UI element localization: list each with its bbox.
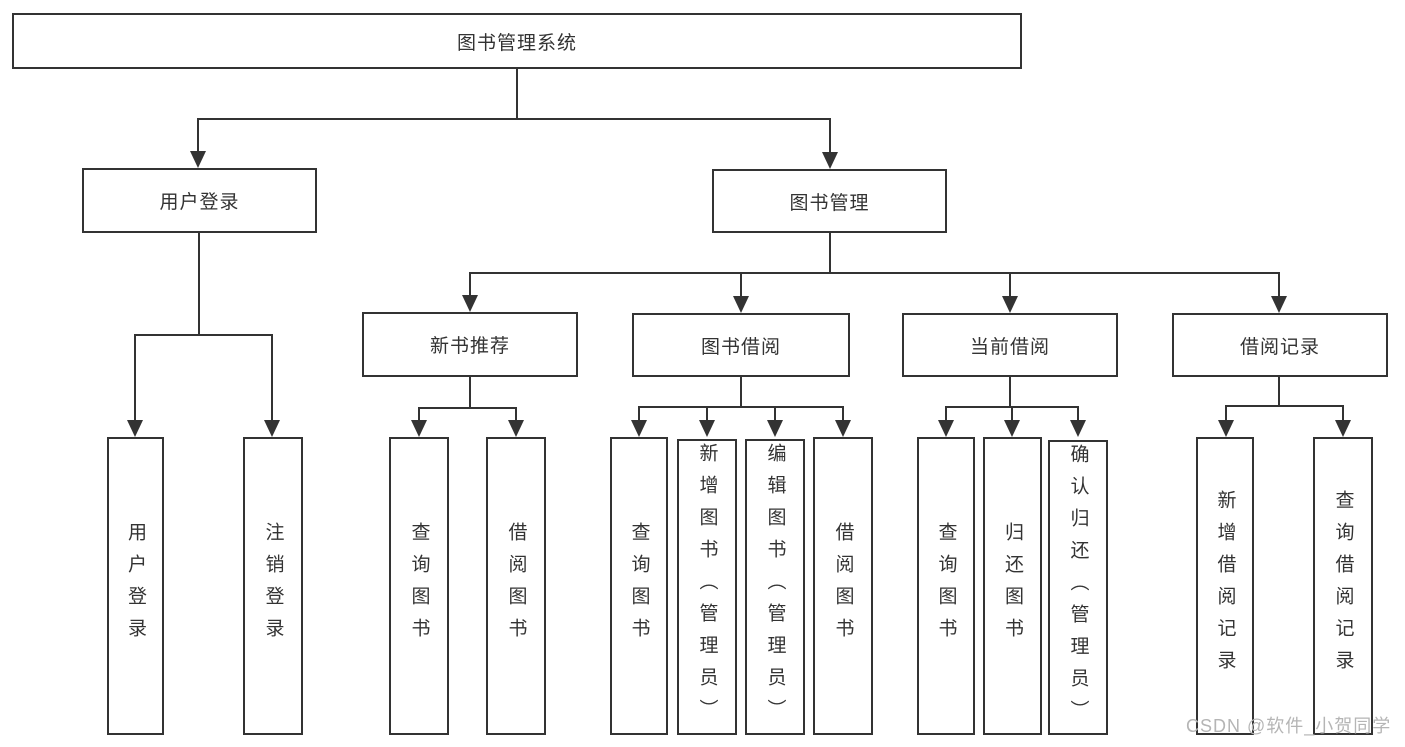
connector-line — [271, 334, 273, 421]
leaf-query-borrow-record: 查询借阅记录 — [1313, 437, 1373, 735]
arrow-down-icon — [462, 295, 478, 312]
connector-line — [197, 118, 831, 120]
arrow-down-icon — [822, 152, 838, 169]
arrow-down-icon — [699, 420, 715, 437]
leaf-query-books-recommend: 查询图书 — [389, 437, 449, 735]
connector-line — [740, 272, 742, 297]
node-current-borrowing: 当前借阅 — [902, 313, 1118, 377]
leaf-query-books-current: 查询图书 — [917, 437, 975, 735]
arrow-down-icon — [190, 151, 206, 168]
node-borrowing-records: 借阅记录 — [1172, 313, 1388, 377]
connector-line — [829, 233, 831, 274]
leaf-confirm-return-admin: 确认归还（管理员） — [1048, 440, 1108, 735]
connector-line — [638, 406, 844, 408]
arrow-down-icon — [1218, 420, 1234, 437]
connector-line — [515, 407, 517, 421]
connector-line — [638, 406, 640, 421]
connector-line — [469, 272, 471, 296]
connector-line — [829, 118, 831, 153]
connector-line — [842, 406, 844, 421]
connector-line — [774, 406, 776, 421]
arrow-down-icon — [835, 420, 851, 437]
connector-line — [469, 272, 1280, 274]
leaf-borrow-books-recommend: 借阅图书 — [486, 437, 546, 735]
arrow-down-icon — [938, 420, 954, 437]
node-user-login: 用户登录 — [82, 168, 317, 233]
arrow-down-icon — [767, 420, 783, 437]
node-new-book-recommendation: 新书推荐 — [362, 312, 578, 377]
connector-line — [1278, 272, 1280, 297]
arrow-down-icon — [127, 420, 143, 437]
connector-line — [1225, 405, 1227, 421]
arrow-down-icon — [1271, 296, 1287, 313]
arrow-down-icon — [1004, 420, 1020, 437]
arrow-down-icon — [1335, 420, 1351, 437]
connector-line — [418, 407, 420, 421]
arrow-down-icon — [411, 420, 427, 437]
arrow-down-icon — [631, 420, 647, 437]
arrow-down-icon — [264, 420, 280, 437]
connector-line — [706, 406, 708, 421]
connector-line — [198, 233, 200, 335]
node-book-management: 图书管理 — [712, 169, 947, 233]
connector-line — [1278, 377, 1280, 406]
leaf-logout: 注销登录 — [243, 437, 303, 735]
connector-line — [740, 377, 742, 407]
arrow-down-icon — [1002, 296, 1018, 313]
connector-line — [1009, 377, 1011, 407]
leaf-edit-books-admin: 编辑图书（管理员） — [745, 439, 805, 735]
connector-line — [1009, 272, 1011, 297]
connector-line — [1077, 406, 1079, 421]
connector-line — [418, 407, 517, 409]
connector-line — [134, 334, 273, 336]
leaf-user-login: 用户登录 — [107, 437, 164, 735]
leaf-return-books: 归还图书 — [983, 437, 1042, 735]
node-library-management-system: 图书管理系统 — [12, 13, 1022, 69]
connector-line — [469, 377, 471, 408]
connector-line — [1011, 406, 1013, 421]
connector-line — [516, 69, 518, 118]
leaf-add-books-admin: 新增图书（管理员） — [677, 439, 737, 735]
connector-line — [134, 334, 136, 421]
leaf-query-books-borrowing: 查询图书 — [610, 437, 668, 735]
connector-line — [1225, 405, 1344, 407]
csdn-watermark: CSDN @软件_小贺同学 — [1186, 716, 1392, 736]
leaf-add-borrow-record: 新增借阅记录 — [1196, 437, 1254, 735]
connector-line — [197, 118, 199, 152]
leaf-borrow-books-borrowing: 借阅图书 — [813, 437, 873, 735]
arrow-down-icon — [1070, 420, 1086, 437]
connector-line — [1342, 405, 1344, 421]
node-book-borrowing: 图书借阅 — [632, 313, 850, 377]
arrow-down-icon — [508, 420, 524, 437]
arrow-down-icon — [733, 296, 749, 313]
connector-line — [945, 406, 947, 421]
